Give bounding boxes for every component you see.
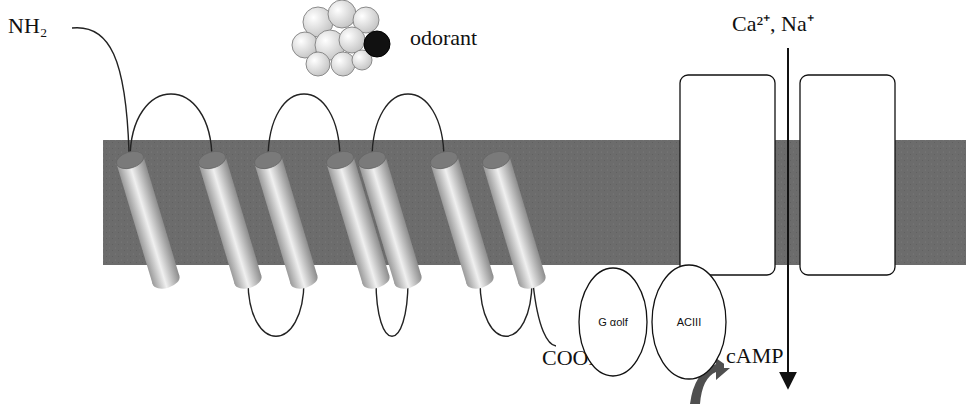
channel-subunit	[680, 75, 775, 275]
ion-label: Ca²⁺, Na⁺	[732, 12, 814, 36]
c-terminus	[533, 283, 556, 346]
n-terminus	[72, 28, 129, 152]
terminus-label: NH₂	[8, 14, 47, 38]
messenger-label: cAMP	[724, 344, 785, 368]
ion-flow-arrow	[787, 48, 789, 388]
extracellular-loop	[268, 94, 340, 160]
receptor-loops	[72, 28, 556, 346]
protein-name: ACIII	[677, 316, 701, 328]
odorant-molecule	[292, 0, 390, 76]
transmembrane-helix	[356, 148, 423, 291]
intracellular-loop	[480, 280, 532, 336]
extracellular-loop	[372, 94, 444, 160]
helix-group	[114, 148, 547, 291]
channel-subunit	[800, 75, 895, 275]
extracellular-loop	[130, 94, 212, 160]
protein-oval: G αolf	[578, 267, 648, 377]
transmembrane-helix	[252, 148, 319, 291]
transmembrane-helix	[196, 148, 263, 291]
protein-oval: ACIII	[651, 264, 727, 380]
odorant-label: odorant	[410, 26, 477, 50]
protein-name: G αolf	[598, 316, 628, 328]
transmembrane-helix	[480, 148, 547, 291]
intracellular-loop	[248, 280, 304, 336]
transmembrane-helix	[114, 148, 181, 291]
